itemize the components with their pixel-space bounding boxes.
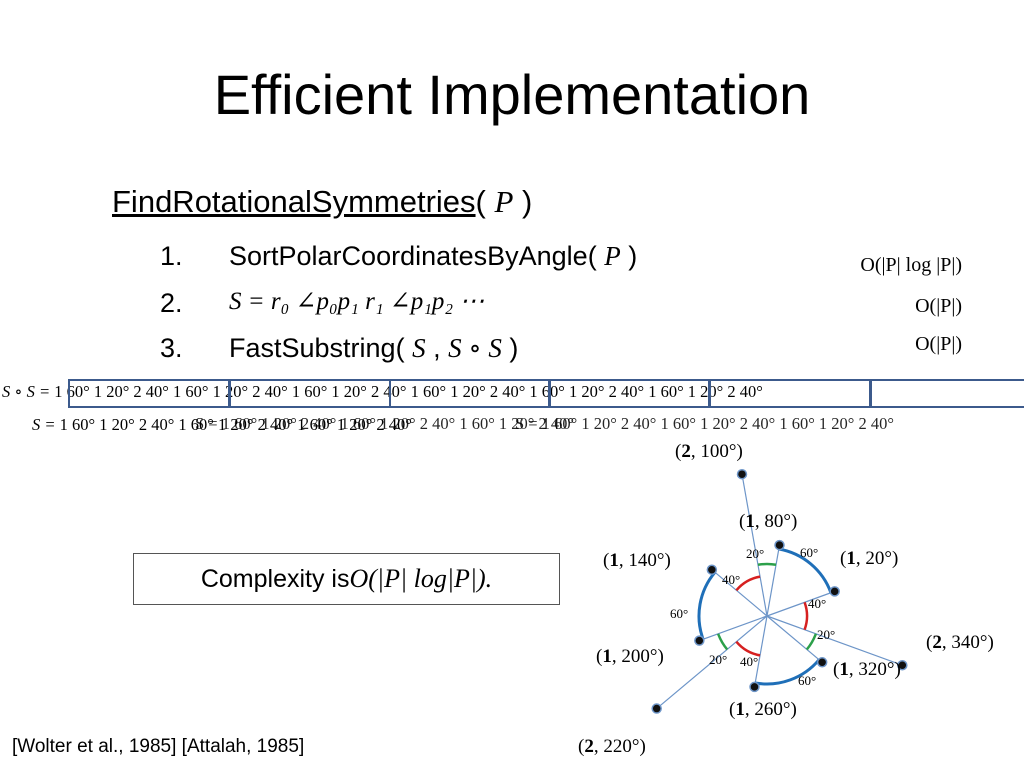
diagram-point [774, 539, 785, 551]
point-label-2-220: (2, 220°) [578, 736, 646, 757]
diagram-ray [656, 615, 768, 710]
diagram-ray [741, 474, 768, 617]
group-box-5 [709, 379, 871, 408]
diagram-ray [753, 615, 768, 688]
point-label-1-80: (1, 80°) [739, 511, 798, 532]
arc-label: 40° [740, 654, 759, 669]
step-1-complexity: O(|P| log |P|) [860, 254, 962, 276]
step-3-comma: , [433, 333, 441, 363]
diagram-point [706, 564, 718, 575]
diagram-arcs [697, 547, 833, 686]
diagram-arc [697, 571, 717, 640]
s-sequence-text: 1 60° 1 20° 2 40° 1 60° 1 20° 2 40° 1 60… [59, 415, 412, 434]
diagram-point [651, 703, 662, 714]
arc-label: 60° [798, 673, 817, 688]
function-arg: P [494, 184, 514, 219]
arc-label: 20° [817, 627, 836, 642]
step-1-label: SortPolarCoordinatesByAngle( [229, 241, 597, 271]
diagram-ray [699, 615, 768, 642]
group-box-6 [870, 379, 1024, 408]
diagram-arc [716, 633, 729, 651]
arc-label: 60° [800, 545, 819, 560]
diagram-ray [766, 544, 781, 617]
diagram-arc [803, 601, 809, 631]
diagram-point [829, 586, 840, 597]
step-2-formula: S = r₀ ∠p₀p₁ r₁ ∠p₁p₂ ⋯ [229, 288, 485, 315]
function-close-paren: ) [522, 184, 533, 219]
group-box-3 [389, 379, 550, 408]
ss-label: S ∘ S = [2, 382, 51, 401]
diagram-ray [766, 590, 835, 617]
diagram-arc [735, 640, 761, 657]
diagram-point [694, 635, 705, 646]
polar-diagram [651, 468, 908, 714]
arc-label: 40° [808, 596, 827, 611]
diagram-point [749, 681, 760, 693]
step-1-arg: P [604, 241, 621, 271]
diagram-point [816, 657, 828, 668]
group-box-2 [229, 379, 391, 408]
step-3-arg1: S [412, 333, 426, 363]
arc-label: 60° [670, 606, 689, 621]
diagram-ray [711, 569, 768, 617]
s-label: S = [32, 415, 56, 434]
diagram-ray [766, 615, 903, 666]
page-title: Efficient Implementation [213, 63, 811, 126]
complexity-prefix: Complexity is [200, 564, 350, 593]
point-label-2-100: (2, 100°) [675, 441, 743, 462]
s-sequence-overlap-2: S = 1 60° 1 20° 2 40° 1 60° 1 20° 2 40° … [515, 414, 894, 433]
step-1-number: 1. [160, 241, 183, 271]
complexity-box: Complexity is O(|P| log|P|). [133, 553, 560, 605]
step-1-text: SortPolarCoordinatesByAngle( P ) [229, 241, 637, 272]
step-3-number: 3. [160, 333, 183, 363]
diagram-point [897, 660, 908, 671]
point-label-2-340: (2, 340°) [926, 632, 994, 653]
diagram-rays [656, 474, 903, 710]
step-1-close: ) [628, 241, 638, 271]
function-header: FindRotationalSymmetries( P ) [112, 184, 532, 220]
step-3-label: FastSubstring( [229, 333, 405, 363]
s-sequence-row: S = 1 60° 1 20° 2 40° 1 60° 1 20° 2 40° … [32, 415, 1024, 435]
step-3-text: FastSubstring( S , S ∘ S ) [229, 333, 518, 364]
diagram-arc [778, 547, 833, 594]
diagram-arc [735, 575, 761, 592]
diagram-ray [766, 615, 823, 663]
diagram-arc [757, 562, 777, 567]
point-label-1-20: (1, 20°) [840, 548, 899, 569]
group-box-1 [68, 379, 230, 408]
ss-sequence-row: S ∘ S = 1 60° 1 20° 2 40° 1 60° 1 20° 2 … [2, 382, 1024, 402]
group-box-4 [549, 379, 710, 408]
arc-label: 20° [746, 546, 765, 561]
step-2-complexity: O(|P|) [915, 295, 962, 317]
diagram-points [651, 468, 908, 714]
step-2-number: 2. [160, 288, 183, 318]
complexity-formula: O(|P| log|P|). [349, 564, 493, 593]
function-open-paren: ( [475, 184, 486, 219]
diagram-arc [805, 633, 818, 651]
s-sequence-overlap-1: S = 1 60° 1 20° 2 40° 1 60° 1 20° 2 40° … [195, 414, 574, 433]
arc-label: 20° [709, 652, 728, 667]
point-label-1-320: (1, 320°) [833, 659, 901, 680]
step-3-complexity: O(|P|) [915, 333, 962, 355]
step-3-close: ) [509, 333, 519, 363]
function-name: FindRotationalSymmetries [112, 184, 476, 219]
ss-sequence-text: 1 60° 1 20° 2 40° 1 60° 1 20° 2 40° 1 60… [54, 382, 763, 401]
step-3-arg2: S ∘ S [448, 333, 502, 363]
diagram-point [736, 468, 748, 480]
point-label-1-140: (1, 140°) [603, 550, 671, 571]
point-label-1-200: (1, 200°) [596, 646, 664, 667]
arc-label: 40° [722, 572, 741, 587]
diagram-arc [754, 658, 821, 686]
citation: [Wolter et al., 1985] [Attalah, 1985] [12, 736, 305, 757]
point-label-1-260: (1, 260°) [729, 699, 797, 720]
